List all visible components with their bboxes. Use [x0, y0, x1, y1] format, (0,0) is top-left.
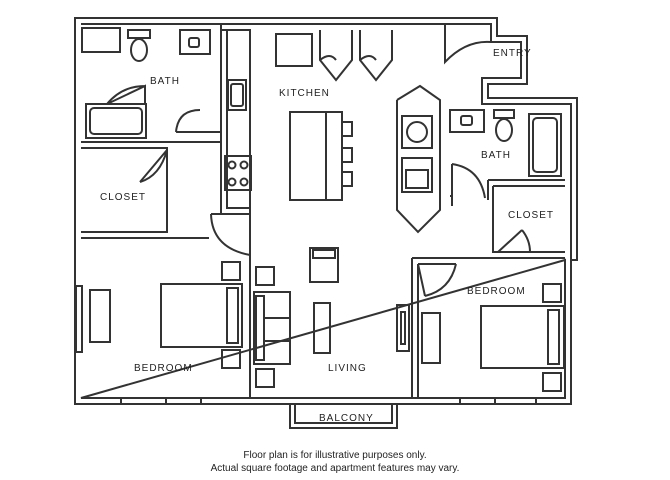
bed-right	[480, 305, 565, 369]
dresser-right	[421, 312, 441, 364]
kitchen-island	[289, 111, 327, 201]
sofa-back	[255, 295, 265, 361]
living-chair	[309, 247, 339, 283]
exterior-wall	[74, 17, 578, 405]
room-label-bath-right: BATH	[481, 150, 511, 161]
entry-door	[444, 30, 492, 65]
bath-left-vanity	[81, 27, 121, 53]
nightstand-top	[542, 283, 562, 303]
room-label-closet-left: CLOSET	[100, 192, 146, 203]
closet-left-door	[139, 149, 168, 183]
balcony-outline	[289, 404, 398, 429]
room-label-bedroom-right: BEDROOM	[467, 286, 526, 297]
bedroom-left-door	[210, 213, 251, 256]
disclaimer: Floor plan is for illustrative purposes …	[0, 449, 670, 475]
bar-stool	[341, 171, 353, 187]
bed-left-headboard	[226, 287, 239, 344]
bathtub-icon	[85, 103, 147, 139]
dresser-left	[89, 289, 111, 343]
toilet-tank-icon	[127, 29, 151, 39]
bar-stool	[341, 147, 353, 163]
room-label-bedroom-left: BEDROOM	[134, 363, 193, 374]
closet-right-door	[497, 229, 531, 253]
sink-basin-icon	[188, 37, 200, 48]
bathtub-inner-icon	[532, 117, 558, 173]
coffee-table	[313, 302, 331, 354]
kitchen-sink-icon	[227, 79, 247, 111]
bath-left-door	[175, 109, 215, 133]
bar-stool	[341, 121, 353, 137]
nightstand-top	[221, 261, 241, 281]
dryer-icon	[401, 157, 433, 193]
floor-plan: BATH KITCHEN ENTRY BATH CLOSET CLOSET BE…	[74, 17, 578, 429]
bathtub-icon	[528, 113, 562, 177]
stove-icon	[224, 155, 252, 191]
disclaimer-line-1: Floor plan is for illustrative purposes …	[243, 450, 427, 461]
laundry-closet	[396, 84, 441, 234]
side-table	[255, 368, 275, 388]
washer-icon	[401, 115, 433, 149]
sink-icon	[449, 109, 485, 133]
bedroom-right-walls	[411, 257, 565, 398]
toilet-icon	[130, 38, 148, 62]
bedroom-right-door	[417, 263, 457, 297]
bath-right-door	[451, 163, 486, 206]
bath-left-door-arc	[106, 84, 146, 105]
sofa	[253, 291, 291, 365]
pantry-door	[359, 30, 393, 82]
side-table	[255, 266, 275, 286]
windows	[120, 398, 537, 404]
nightstand-bottom	[221, 349, 241, 369]
sink-icon	[179, 29, 211, 55]
dryer-panel-icon	[405, 169, 429, 189]
tv-icon	[400, 311, 406, 345]
pantry-door	[319, 30, 353, 82]
bed-right-headboard	[547, 309, 560, 365]
toilet-tank-icon	[493, 109, 515, 119]
burner-icon	[227, 177, 237, 187]
room-label-closet-right: CLOSET	[508, 210, 554, 221]
window-icon	[75, 285, 83, 353]
kitchen-island-top	[325, 111, 343, 201]
nightstand-bottom	[542, 372, 562, 392]
kitchen-sink-basin-icon	[230, 83, 244, 107]
fridge-icon	[275, 33, 313, 67]
sink-basin-icon	[460, 115, 473, 126]
disclaimer-line-2: Actual square footage and apartment feat…	[210, 463, 460, 474]
bathtub-inner-icon	[89, 107, 143, 135]
closet-left-walls	[81, 147, 168, 233]
burner-icon	[239, 160, 249, 170]
room-label-kitchen: KITCHEN	[279, 88, 330, 99]
burner-icon	[239, 177, 249, 187]
living-chair-back	[312, 249, 336, 259]
washer-drum-icon	[406, 121, 428, 143]
room-label-entry: ENTRY	[493, 48, 532, 59]
room-label-balcony: BALCONY	[319, 413, 374, 424]
toilet-icon	[495, 118, 513, 142]
tv-console	[396, 304, 410, 352]
closet-right-walls	[492, 185, 565, 253]
burner-icon	[227, 160, 237, 170]
room-label-bath-left: BATH	[150, 76, 180, 87]
bed-left	[160, 283, 243, 348]
room-label-living: LIVING	[328, 363, 367, 374]
